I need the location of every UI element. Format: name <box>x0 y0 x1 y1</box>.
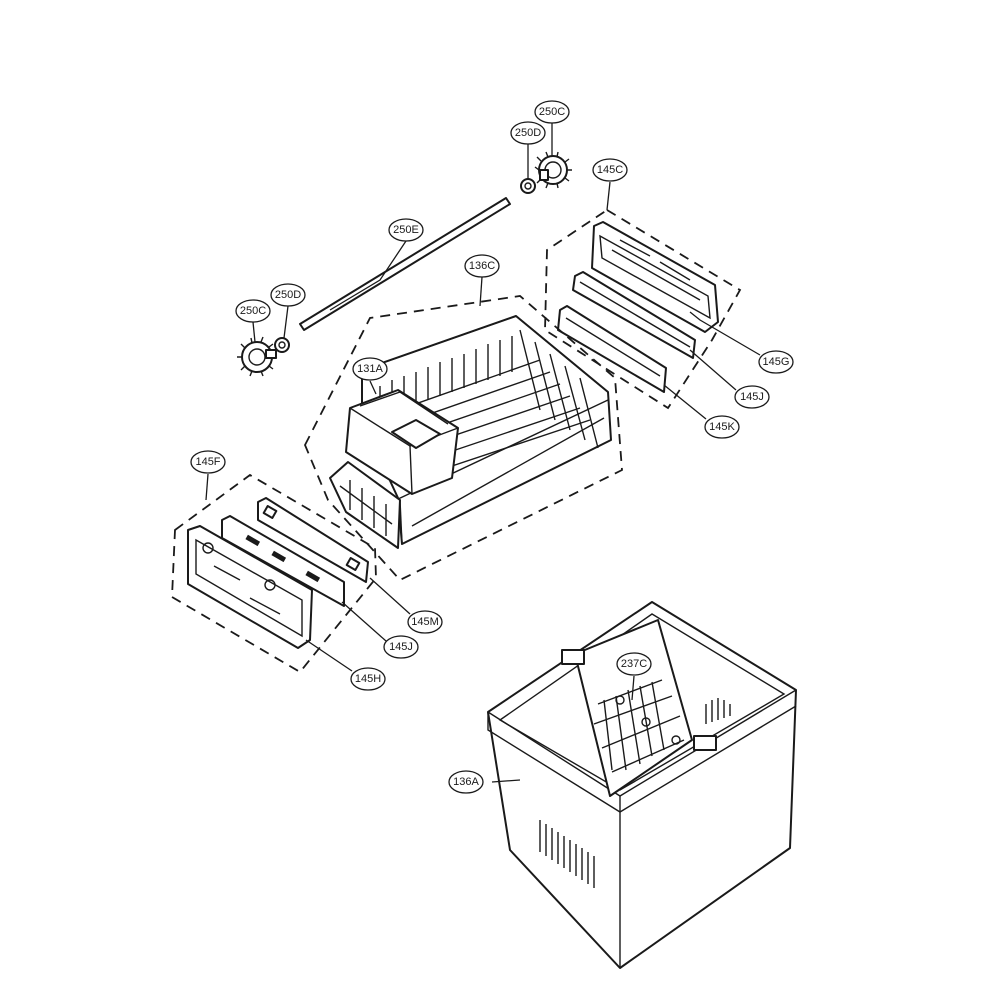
callout-145g: 145G <box>758 350 794 374</box>
svg-text:250C: 250C <box>240 305 266 317</box>
svg-text:250C: 250C <box>539 106 565 118</box>
callout-250e: 250E <box>388 218 424 242</box>
callout-131a: 131A <box>352 357 388 381</box>
callout-136c: 136C <box>464 254 500 278</box>
svg-text:136C: 136C <box>469 260 495 272</box>
gear-250c-left <box>237 336 278 377</box>
callout-250d-left: 250D <box>270 283 306 307</box>
callout-145k: 145K <box>704 415 740 439</box>
callout-250c-top: 250C <box>534 100 570 124</box>
svg-text:250D: 250D <box>275 289 301 301</box>
gear-250c-top <box>534 151 572 189</box>
callout-145m: 145M <box>407 610 443 634</box>
washer-250d-left <box>274 337 290 353</box>
svg-text:136A: 136A <box>453 776 479 788</box>
washer-250d-top <box>520 178 536 194</box>
callout-237c: 237C <box>616 652 652 676</box>
svg-text:145H: 145H <box>355 673 381 685</box>
callout-145j-left: 145J <box>383 635 419 659</box>
svg-text:250E: 250E <box>393 224 419 236</box>
callout-145f: 145F <box>190 450 226 474</box>
ice-bin-131a <box>345 389 459 495</box>
svg-text:131A: 131A <box>357 363 383 375</box>
svg-text:145C: 145C <box>597 164 623 176</box>
svg-text:237C: 237C <box>621 658 647 670</box>
callout-145c: 145C <box>592 158 628 182</box>
svg-text:145J: 145J <box>389 641 413 653</box>
callout-145j-right: 145J <box>734 385 770 409</box>
svg-text:145K: 145K <box>709 421 735 433</box>
callout-250d-top: 250D <box>510 121 546 145</box>
callout-145h: 145H <box>350 667 386 691</box>
lower-bin-136a <box>487 601 797 969</box>
svg-text:145J: 145J <box>740 391 764 403</box>
svg-text:145M: 145M <box>411 616 439 628</box>
callout-250c-left: 250C <box>235 299 271 323</box>
svg-text:250D: 250D <box>515 127 541 139</box>
svg-text:145G: 145G <box>763 356 790 368</box>
rail-group-145c <box>544 208 742 410</box>
svg-text:145F: 145F <box>195 456 220 468</box>
rail-group-145f <box>171 473 377 674</box>
leader-lines <box>205 122 761 783</box>
callout-136a: 136A <box>448 770 484 794</box>
